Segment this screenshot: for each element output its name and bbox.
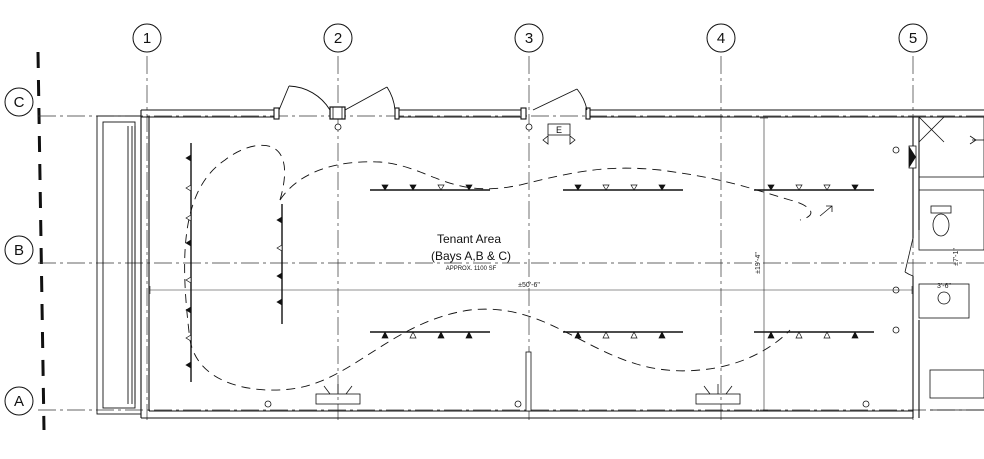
room-area-label: APPROX. 1100 SF: [446, 266, 497, 272]
track-light-fixtures: [190, 143, 874, 382]
grid-lines-horizontal: [38, 115, 984, 411]
svg-text:E: E: [556, 125, 562, 135]
grid-bubble-5: 5: [898, 23, 928, 53]
svg-text:2: 2: [334, 30, 342, 47]
grid-bubble-c: C: [4, 87, 34, 117]
grid-bubble-3: 3: [514, 23, 544, 53]
grid-bubble-4: 4: [706, 23, 736, 53]
dimension-lines: [149, 117, 913, 411]
grid-bubble-2: 2: [323, 23, 353, 53]
svg-text:3: 3: [525, 30, 533, 47]
svg-text:C: C: [14, 94, 25, 111]
left-storefront-windows: [96, 115, 142, 415]
svg-text:4: 4: [717, 30, 725, 47]
exit-sign: E: [542, 123, 576, 145]
dimension-width-label: ±50'-6": [518, 282, 540, 289]
grid-bubble-b: B: [4, 235, 34, 265]
svg-text:5: 5: [909, 30, 917, 47]
grid-bubble-a: A: [4, 386, 34, 416]
direction-arrow: [819, 205, 833, 217]
svg-text:A: A: [14, 393, 24, 410]
fixture-heads: [185, 154, 859, 369]
floor-diffusers: [315, 384, 741, 405]
grid-bubble-1: 1: [132, 23, 162, 53]
svg-text:1: 1: [143, 30, 151, 47]
dimension-right-label: ±7'-1": [953, 248, 960, 266]
dimension-right-label-2: 3'-6": [937, 283, 951, 290]
dashed-circulation-path: [184, 144, 791, 391]
dashed-circulation-path-top: [279, 161, 812, 221]
room-name-line1: Tenant Area: [437, 232, 501, 246]
receptacles: [264, 123, 900, 408]
room-name-line2: (Bays A,B & C): [431, 249, 511, 263]
svg-text:B: B: [14, 242, 24, 259]
restroom-area: [904, 116, 984, 411]
partition-grid3: [525, 351, 532, 412]
entry-door-grid3: [532, 88, 588, 111]
column-2: [329, 106, 346, 120]
property-boundary-line: [36, 51, 46, 431]
dimension-depth-label: ±19'-4": [755, 252, 762, 274]
entry-door-left-grid2: [278, 85, 396, 111]
